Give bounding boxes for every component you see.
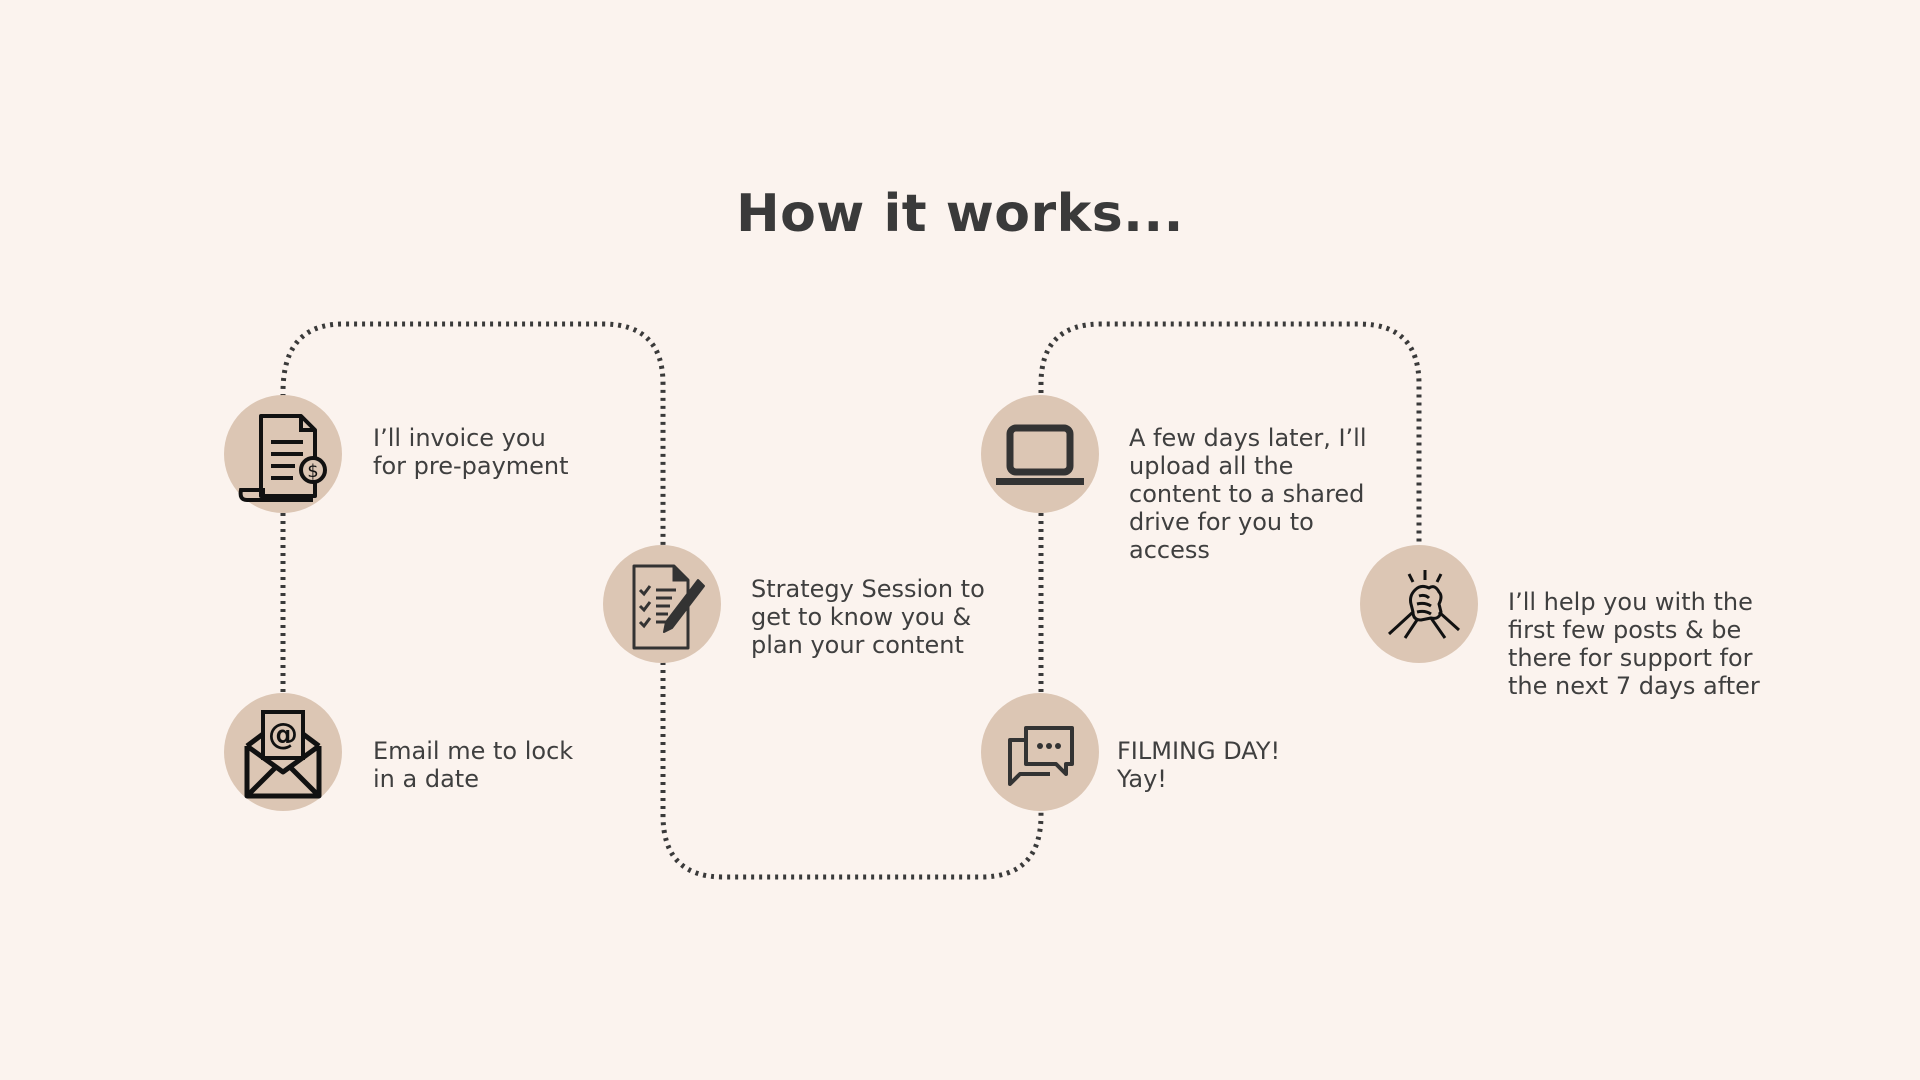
svg-text:$: $ bbox=[307, 461, 318, 482]
step-filming-node bbox=[981, 693, 1099, 811]
chat-icon bbox=[1008, 726, 1074, 786]
step-email-text: Email me to lock in a date bbox=[373, 737, 574, 793]
svg-text:@: @ bbox=[268, 717, 298, 752]
laptop-icon bbox=[996, 424, 1084, 485]
invoice-icon: $ bbox=[238, 414, 327, 502]
checklist-icon bbox=[632, 564, 705, 650]
step-upload-node bbox=[981, 395, 1099, 513]
step-filming-text: FILMING DAY! Yay! bbox=[1117, 737, 1281, 793]
step-strategy-node bbox=[603, 545, 721, 663]
step-invoice-text: I’ll invoice you for pre-payment bbox=[373, 424, 569, 480]
email-icon: @ bbox=[244, 710, 322, 799]
page-title: How it works... bbox=[736, 184, 1184, 244]
step-support-text: I’ll help you with the first few posts &… bbox=[1508, 588, 1760, 700]
step-invoice-node: $ bbox=[224, 395, 342, 513]
step-strategy-text: Strategy Session to get to know you & pl… bbox=[751, 575, 985, 659]
step-email-node: @ bbox=[224, 693, 342, 811]
step-support-node bbox=[1360, 545, 1478, 663]
handshake-icon bbox=[1387, 570, 1461, 639]
step-upload-text: A few days later, I’ll upload all the co… bbox=[1129, 424, 1367, 564]
